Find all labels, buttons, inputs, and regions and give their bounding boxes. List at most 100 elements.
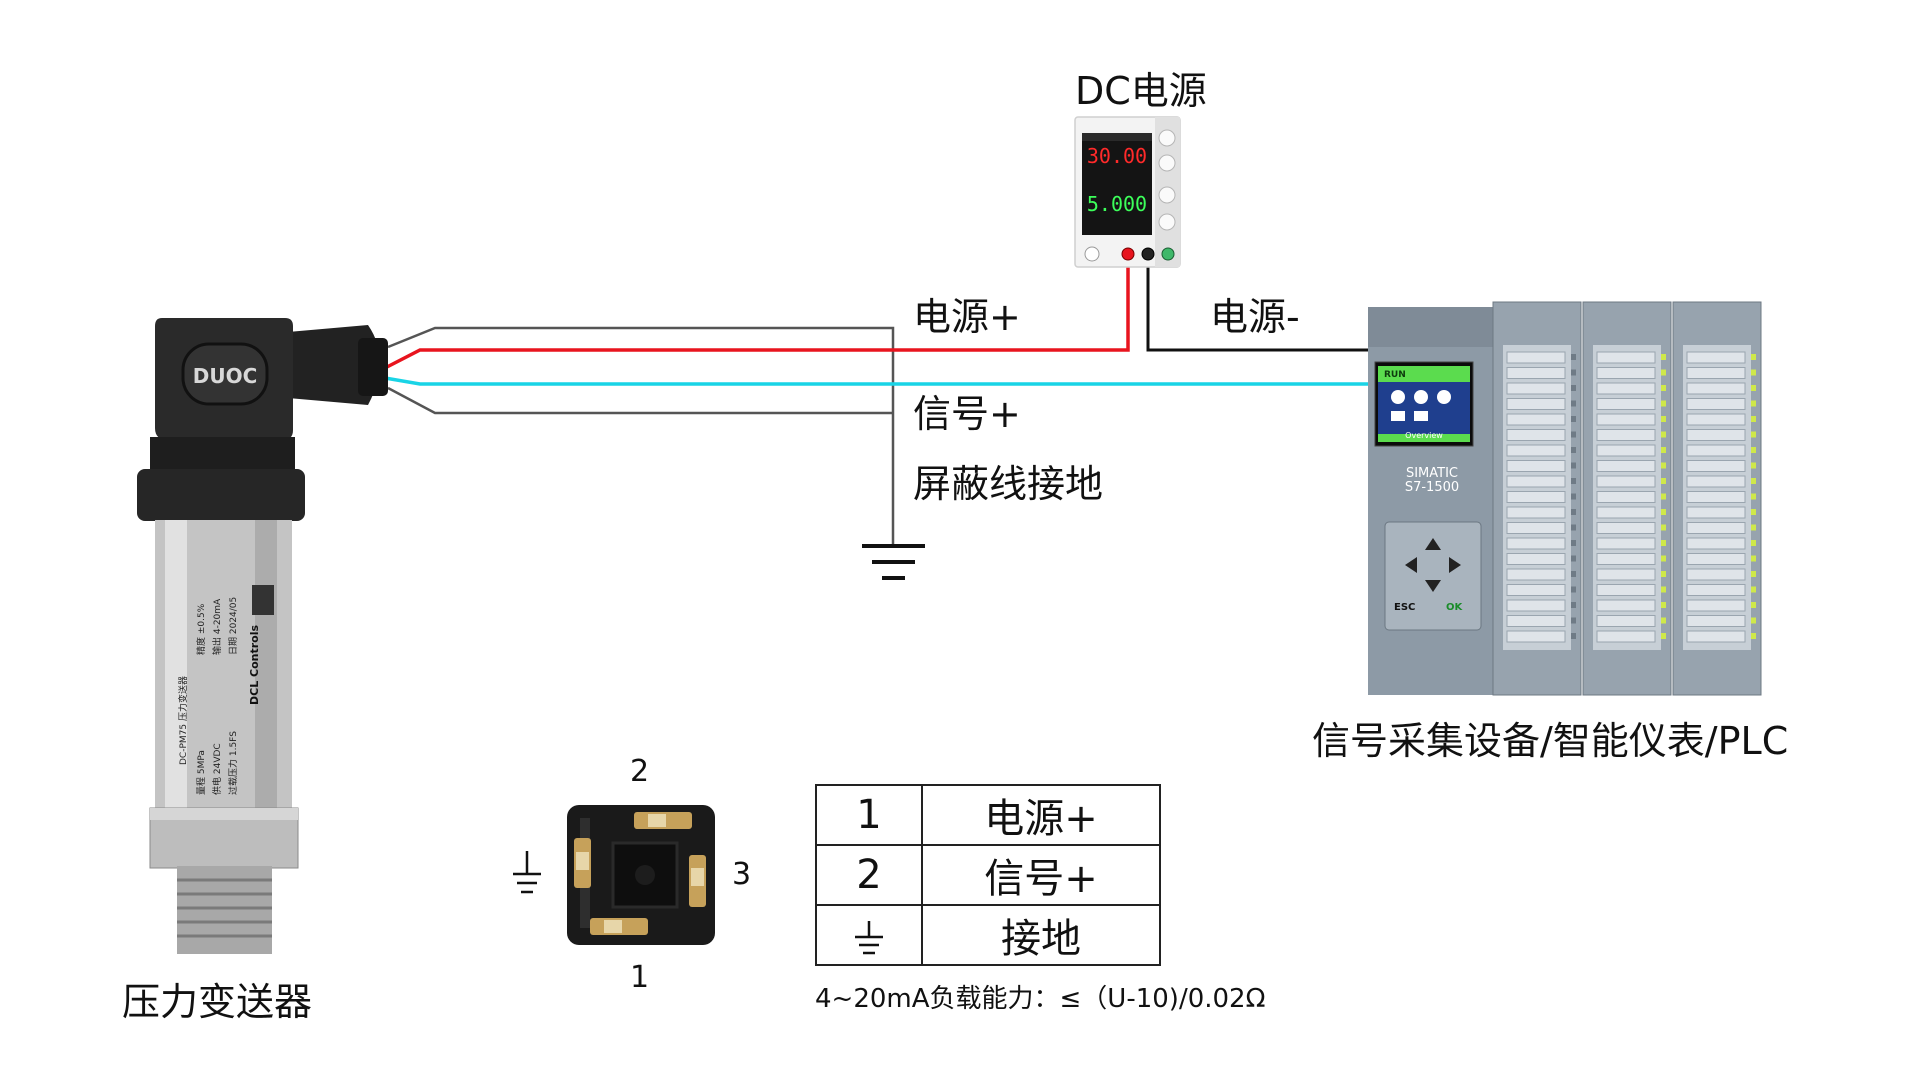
voltage-display: 30.00 [1087, 144, 1147, 168]
io-status-led [1571, 540, 1576, 546]
io-status-led [1751, 447, 1756, 453]
io-terminal-slot [1506, 537, 1566, 550]
table-row: 接地 [815, 904, 1161, 966]
io-status-led [1571, 571, 1576, 577]
io-terminal-slot [1596, 429, 1656, 441]
io-terminal-slot [1686, 413, 1746, 426]
io-status-led [1571, 354, 1576, 360]
table-row: 1 电源+ [815, 784, 1161, 846]
io-status-led [1661, 416, 1666, 422]
io-terminal-slot [1686, 460, 1746, 472]
io-terminal-slot [1506, 367, 1566, 379]
io-status-led [1751, 431, 1756, 438]
io-terminal-slot [1506, 615, 1566, 627]
io-status-led [1571, 602, 1576, 608]
io-terminal-slot [1686, 568, 1746, 581]
io-terminal-slot [1686, 367, 1746, 379]
io-status-led [1571, 524, 1576, 531]
io-status-led [1571, 385, 1576, 391]
knob-icon [1158, 213, 1176, 231]
io-terminal-slot [1506, 413, 1566, 426]
pin-number-cell: 1 [815, 784, 923, 846]
io-status-led [1661, 431, 1666, 438]
knob-icon [1158, 186, 1176, 204]
io-status-led [1571, 400, 1576, 407]
io-status-led [1661, 509, 1666, 515]
io-status-led [1661, 493, 1666, 500]
knob-icon [1158, 129, 1176, 147]
ground-icon [855, 921, 883, 955]
transmitter-label: 压力变送器 [122, 980, 313, 1024]
io-terminal-slot [1686, 615, 1746, 627]
io-terminal-slot [1596, 413, 1656, 426]
knob-icon [1158, 154, 1176, 172]
io-terminal-slot [1506, 568, 1566, 581]
io-terminal-slots [1506, 351, 1746, 643]
pin-function-cell: 电源+ [921, 784, 1161, 846]
io-status-led [1751, 478, 1756, 484]
arrow-down-icon [1425, 580, 1441, 592]
io-terminal-slot [1686, 429, 1746, 441]
io-status-led [1571, 416, 1576, 422]
io-status-led [1571, 633, 1576, 639]
arrow-right-icon [1449, 557, 1461, 573]
io-terminal-slot [1596, 491, 1656, 503]
pin-function-cell: 接地 [921, 904, 1161, 966]
plc-overview-label: Overview [1405, 431, 1443, 440]
ground-terminal-icon [1161, 247, 1175, 261]
io-terminal-slot [1506, 506, 1566, 519]
module-icon [1391, 411, 1405, 421]
io-status-led [1751, 571, 1756, 577]
current-display: 5.000 [1087, 192, 1147, 216]
io-status-led [1661, 354, 1666, 360]
io-status-led [1751, 524, 1756, 531]
io-terminal-slot [1506, 444, 1566, 457]
connector-face [567, 805, 715, 945]
io-terminal-slot [1506, 460, 1566, 472]
io-status-led [1661, 633, 1666, 639]
io-status-led [1661, 400, 1666, 407]
pin-1-terminal [590, 918, 648, 935]
positive-terminal-icon [1121, 247, 1135, 261]
io-terminal-slot [1686, 398, 1746, 410]
io-terminal-slot [1596, 630, 1656, 643]
nameplate-date: 日期 2024/05 [228, 597, 239, 655]
io-status-led [1661, 586, 1666, 593]
io-status-led [1571, 586, 1576, 593]
io-terminal-slot [1596, 537, 1656, 550]
io-terminal-slot [1686, 506, 1746, 519]
io-status-led [1661, 540, 1666, 546]
io-status-led [1751, 369, 1756, 376]
lock-icon [1414, 411, 1428, 421]
io-status-led [1661, 524, 1666, 531]
nameplate-supply: 供电 24VDC [211, 743, 223, 795]
io-terminal-slot [1596, 599, 1656, 612]
signal-plus-label: 信号+ [913, 392, 1021, 436]
io-terminal-slot [1686, 475, 1746, 488]
pin-function-cell: 信号+ [921, 844, 1161, 906]
plc-model: S7-1500 [1405, 480, 1459, 495]
io-status-led [1571, 509, 1576, 515]
io-status-led [1751, 354, 1756, 360]
io-status-led [1751, 540, 1756, 546]
io-status-led [1661, 478, 1666, 484]
nameplate-overload: 过载压力 1.5FS [227, 731, 239, 795]
arrow-up-icon [1425, 538, 1441, 550]
nameplate-output: 输出 4-20mA [211, 598, 223, 655]
io-terminal-slot [1686, 584, 1746, 596]
power-minus-wire [1146, 255, 1368, 352]
dc-power-supply: 30.00 5.000 [1074, 116, 1181, 268]
io-status-led [1661, 369, 1666, 376]
io-terminal-slot [1596, 367, 1656, 379]
io-terminal-slot [1686, 382, 1746, 395]
power-minus-label: 电源- [1210, 295, 1300, 339]
io-terminal-slot [1506, 522, 1566, 534]
shield-ground-label: 屏蔽线接地 [913, 462, 1104, 506]
io-status-led [1571, 447, 1576, 453]
io-terminal-slot [1596, 584, 1656, 596]
io-terminal-slot [1686, 444, 1746, 457]
io-terminal-slot [1596, 460, 1656, 472]
io-terminal-slot [1686, 491, 1746, 503]
nameplate-maker: DCL Controls [248, 624, 261, 705]
